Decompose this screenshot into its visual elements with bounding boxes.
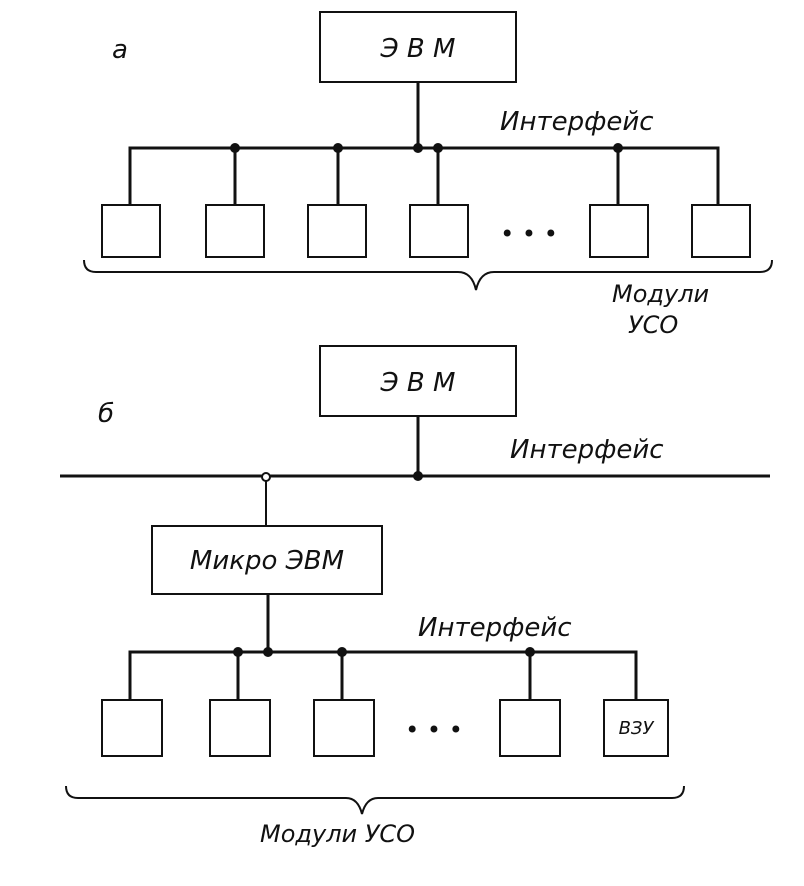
diagram-a-junction — [230, 143, 240, 153]
diagram-b-top-junction — [413, 471, 423, 481]
diagram-b-ellipsis: • • • — [405, 716, 463, 744]
diagram-b-modules-caption: Модули УСО — [260, 820, 415, 848]
diagram-a-modules-caption-line1: Модули — [612, 280, 709, 308]
diagram-b-module-box — [313, 699, 375, 757]
diagram-b-storage-box — [603, 699, 669, 757]
diagram-b-module-box — [101, 699, 163, 757]
diagram-b-top-junction-open — [261, 472, 271, 482]
diagram-b-computer-label: Э В М — [380, 368, 456, 398]
diagram-b-junction — [525, 647, 535, 657]
diagram-a-module-box — [409, 204, 469, 258]
diagram-b-storage-label: ВЗУ — [619, 718, 655, 739]
diagram-a-computer-box — [319, 11, 517, 83]
diagram-b-micro-label: Микро ЭВМ — [190, 546, 344, 576]
diagram-a-module-box — [691, 204, 751, 258]
diagram-a-junction — [613, 143, 623, 153]
diagram-b: б Э В М Интерфейс Микро ЭВМ Интерфейс ВЗ… — [60, 345, 770, 848]
diagram-a-junction — [413, 143, 423, 153]
diagram-a-module-box — [589, 204, 649, 258]
diagram-a-junction — [433, 143, 443, 153]
diagram-a-bus-line — [128, 146, 720, 205]
diagram-a-junction — [333, 143, 343, 153]
diagram-a: а Э В М Интерфейс • • • Модули УСО — [83, 11, 773, 339]
diagram-b-part-label: б — [98, 399, 114, 429]
diagram-b-local-bus-label: Интерфейс — [418, 613, 572, 643]
diagram-a-module-box — [205, 204, 265, 258]
diagram-b-junction — [263, 647, 273, 657]
diagram-a-computer-label: Э В М — [380, 34, 456, 64]
diagram-b-junction — [337, 647, 347, 657]
diagram-a-module-box — [101, 204, 161, 258]
diagram-b-module-box — [499, 699, 561, 757]
diagram-b-junction — [233, 647, 243, 657]
diagram-a-module-box — [307, 204, 367, 258]
diagram-b-brace — [65, 785, 685, 815]
diagram-b-top-bus-label: Интерфейс — [510, 435, 664, 465]
diagram-a-brace — [83, 259, 773, 291]
diagram-a-ellipsis: • • • — [500, 220, 558, 248]
diagram-a-bus-label: Интерфейс — [500, 107, 654, 137]
diagram-b-module-box — [209, 699, 271, 757]
diagram-b-computer-box — [319, 345, 517, 417]
diagram-b-local-bus-line — [128, 650, 638, 700]
diagram-a-modules-caption-line2: УСО — [628, 311, 678, 339]
diagram-a-part-label: а — [112, 35, 128, 65]
